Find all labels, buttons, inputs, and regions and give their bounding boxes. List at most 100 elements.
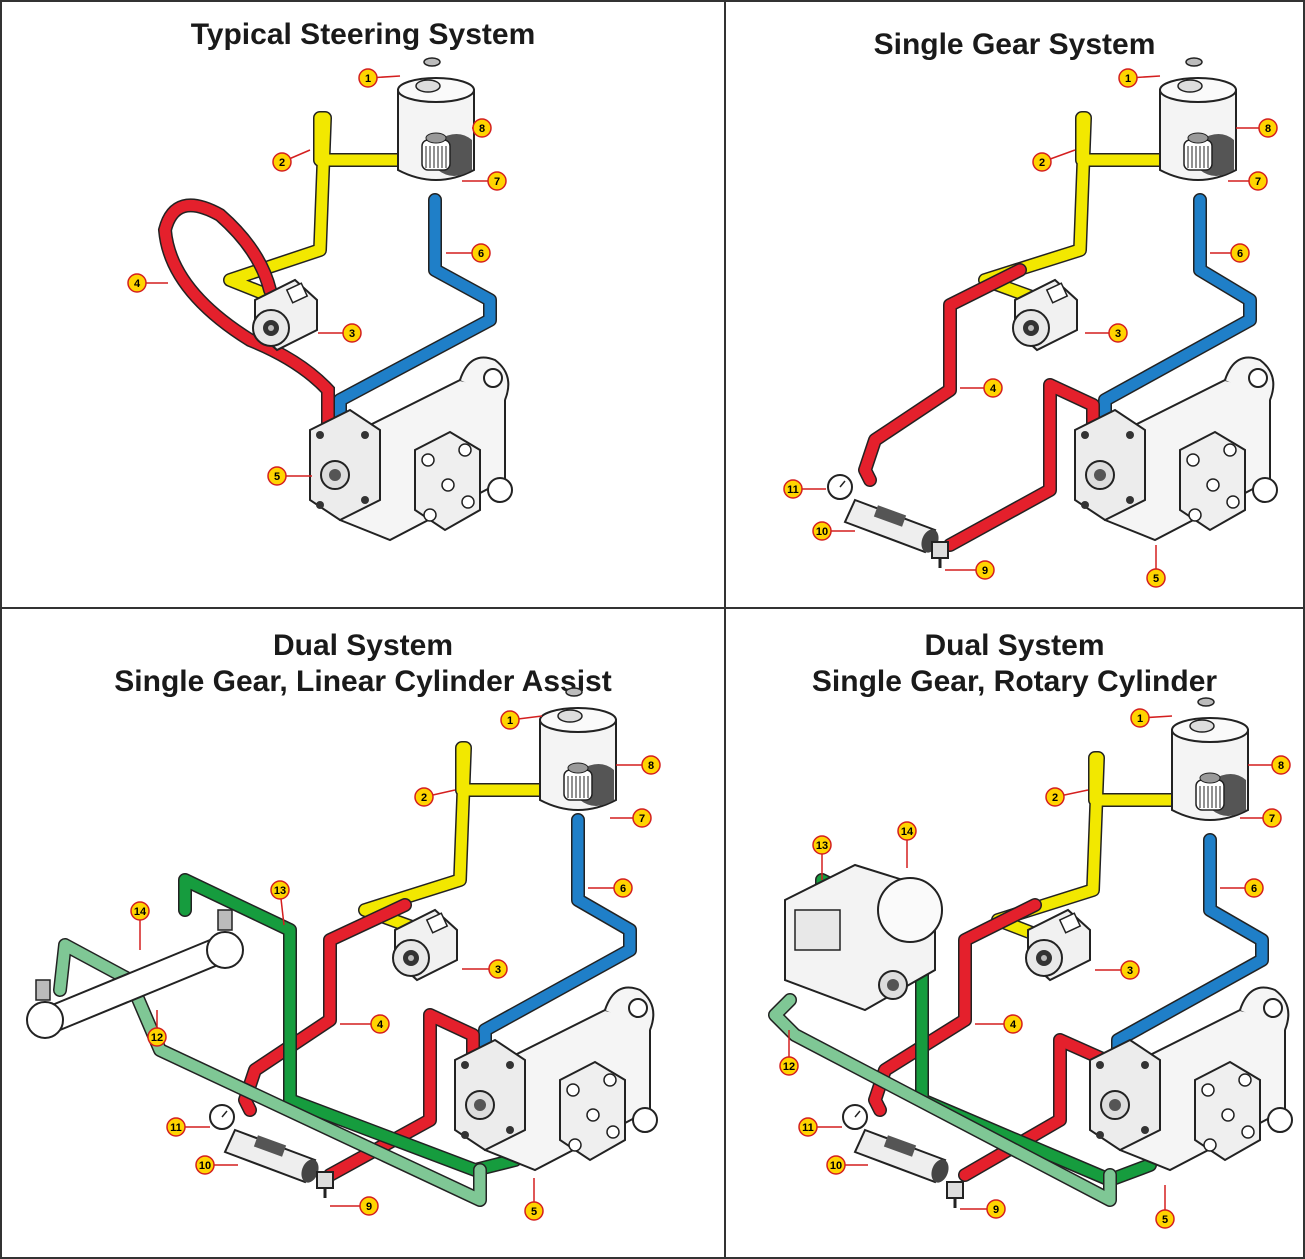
steering-cylinder-10 xyxy=(853,1128,949,1184)
return-line-6 xyxy=(333,193,497,437)
steering-gear-5 xyxy=(454,986,658,1172)
label-8: 8 xyxy=(1236,118,1278,138)
svg-text:7: 7 xyxy=(639,813,645,825)
label-11: 11 xyxy=(166,1117,210,1137)
pump-3 xyxy=(252,278,318,352)
svg-text:1: 1 xyxy=(1125,73,1131,85)
label-14: 14 xyxy=(130,901,150,950)
svg-text:1: 1 xyxy=(365,73,371,85)
panel-title-line2: Single Gear, Rotary Cylinder xyxy=(811,665,1218,698)
label-4: 4 xyxy=(127,273,168,293)
steering-cylinder-10 xyxy=(223,1128,319,1184)
pressure-line-4b xyxy=(323,1008,480,1182)
svg-text:5: 5 xyxy=(1153,573,1159,585)
svg-text:11: 11 xyxy=(170,1122,182,1134)
svg-text:2: 2 xyxy=(1052,792,1058,804)
label-4: 4 xyxy=(340,1014,390,1034)
label-9: 9 xyxy=(945,560,995,580)
svg-text:7: 7 xyxy=(494,176,500,188)
svg-text:6: 6 xyxy=(1237,248,1243,260)
label-10: 10 xyxy=(195,1155,238,1175)
label-1: 1 xyxy=(1118,68,1161,88)
svg-text:14: 14 xyxy=(134,906,147,918)
label-4: 4 xyxy=(960,378,1003,398)
svg-text:8: 8 xyxy=(1265,123,1271,135)
label-4: 4 xyxy=(975,1014,1023,1034)
reservoir-8 xyxy=(539,687,617,811)
label-12: 12 xyxy=(147,1010,167,1047)
label-10: 10 xyxy=(826,1155,868,1175)
reservoir-8 xyxy=(1159,57,1237,181)
pressure-gauge-11 xyxy=(209,1104,235,1130)
label-9: 9 xyxy=(960,1199,1006,1219)
panel-title: Typical Steering System xyxy=(190,18,536,51)
svg-text:2: 2 xyxy=(1039,157,1045,169)
label-3: 3 xyxy=(1085,323,1128,343)
label-5: 5 xyxy=(1155,1185,1175,1229)
svg-text:13: 13 xyxy=(274,885,286,897)
svg-text:9: 9 xyxy=(366,1201,372,1213)
steering-cylinder-10 xyxy=(843,498,939,554)
rotary-cylinder-14 xyxy=(784,863,943,1012)
label-2: 2 xyxy=(414,787,456,807)
pressure-line-4 xyxy=(238,898,412,1117)
svg-text:14: 14 xyxy=(901,826,914,838)
svg-text:12: 12 xyxy=(783,1061,795,1073)
suction-line-2 xyxy=(358,741,547,937)
label-6: 6 xyxy=(588,878,633,898)
svg-text:9: 9 xyxy=(982,565,988,577)
label-13: 13 xyxy=(270,880,290,926)
label-7: 7 xyxy=(462,171,507,191)
svg-text:3: 3 xyxy=(1115,328,1121,340)
label-7: 7 xyxy=(610,808,652,828)
label-8: 8 xyxy=(472,118,492,138)
return-line-6 xyxy=(478,813,637,1067)
pressure-gauge-11 xyxy=(842,1104,868,1130)
svg-text:8: 8 xyxy=(648,760,654,772)
svg-text:9: 9 xyxy=(993,1204,999,1216)
label-7: 7 xyxy=(1228,171,1268,191)
label-6: 6 xyxy=(446,243,491,263)
label-2: 2 xyxy=(1045,787,1089,807)
label-1: 1 xyxy=(1130,708,1173,728)
assist-cylinder-14 xyxy=(26,909,244,1039)
label-10: 10 xyxy=(812,521,855,541)
svg-text:4: 4 xyxy=(990,383,997,395)
steering-gear-5 xyxy=(1074,356,1278,542)
pump-3 xyxy=(1012,278,1078,352)
svg-text:6: 6 xyxy=(1251,883,1257,895)
label-7: 7 xyxy=(1240,808,1282,828)
label-6: 6 xyxy=(1210,243,1250,263)
steering-gear-5 xyxy=(309,356,513,542)
return-line-6 xyxy=(1098,193,1257,437)
svg-text:4: 4 xyxy=(134,278,141,290)
svg-text:5: 5 xyxy=(1162,1214,1168,1226)
svg-text:11: 11 xyxy=(787,484,799,496)
svg-text:11: 11 xyxy=(802,1122,814,1134)
label-5: 5 xyxy=(524,1178,544,1221)
svg-text:10: 10 xyxy=(199,1160,211,1172)
svg-text:2: 2 xyxy=(421,792,427,804)
label-1: 1 xyxy=(500,710,543,730)
label-13: 13 xyxy=(812,835,832,880)
svg-text:8: 8 xyxy=(1278,760,1284,772)
svg-text:8: 8 xyxy=(479,123,485,135)
label-5: 5 xyxy=(1146,545,1166,588)
svg-text:10: 10 xyxy=(816,526,828,538)
pressure-line-4 xyxy=(858,263,1027,487)
pressure-line-4b xyxy=(943,378,1100,552)
svg-text:6: 6 xyxy=(478,248,484,260)
label-14: 14 xyxy=(897,821,917,868)
label-3: 3 xyxy=(1095,960,1140,980)
label-8: 8 xyxy=(616,755,661,775)
valve-9 xyxy=(931,541,949,568)
reservoir-8 xyxy=(397,57,475,181)
svg-text:6: 6 xyxy=(620,883,626,895)
pressure-line-4 xyxy=(157,198,335,437)
svg-text:5: 5 xyxy=(274,471,280,483)
reservoir-8 xyxy=(1171,697,1249,821)
label-11: 11 xyxy=(783,479,826,499)
svg-text:3: 3 xyxy=(349,328,355,340)
label-1: 1 xyxy=(358,68,401,88)
